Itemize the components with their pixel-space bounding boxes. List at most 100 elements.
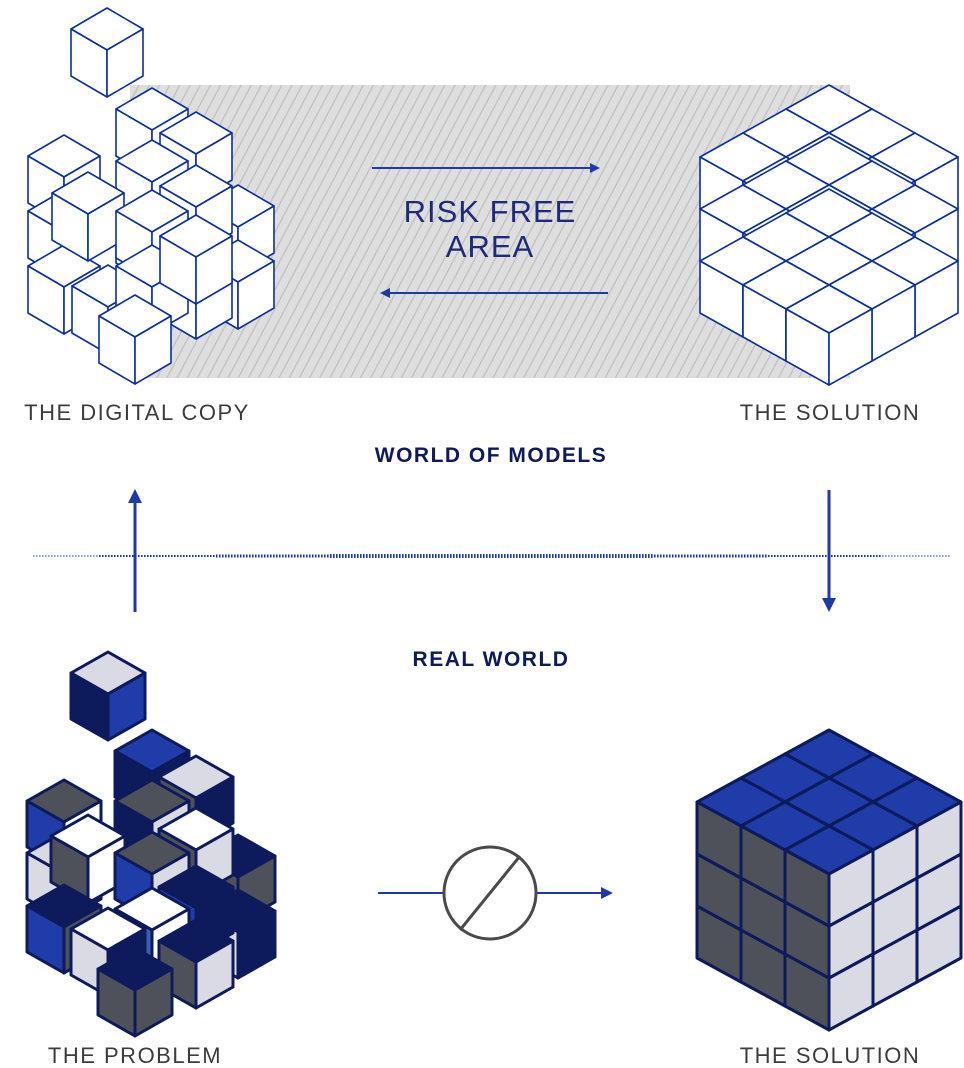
divider-dot — [72, 555, 74, 557]
divider-dot — [42, 555, 44, 557]
divider-dot — [255, 554, 257, 558]
down-arrow — [822, 490, 836, 612]
outline-cube — [98, 294, 172, 385]
divider-dot — [195, 555, 197, 557]
divider-dot — [291, 554, 293, 558]
problem-cubes — [25, 650, 277, 1038]
divider-dot — [210, 555, 212, 557]
divider-dot — [378, 554, 380, 558]
divider-dot — [936, 555, 938, 557]
divider-dot — [51, 555, 53, 557]
divider-dot — [507, 554, 509, 558]
divider-dot — [687, 554, 689, 558]
divider-dot — [744, 554, 746, 558]
divider-dot — [939, 555, 941, 557]
divider-dot — [207, 555, 209, 557]
divider-dot — [558, 554, 560, 558]
divider-dot — [90, 555, 92, 557]
divider-dot — [588, 554, 590, 558]
divider-dot — [717, 554, 719, 558]
divider-dot — [186, 555, 188, 557]
divider-dot — [126, 555, 128, 557]
divider-dot — [933, 555, 935, 557]
divider-dot — [684, 554, 686, 558]
divider-dot — [876, 555, 878, 557]
divider-dot — [282, 554, 284, 558]
divider-dot — [771, 555, 773, 557]
digital-copy-cubes — [27, 7, 275, 385]
divider-dot — [384, 554, 386, 558]
divider-dot — [783, 555, 785, 557]
divider-dot — [726, 554, 728, 558]
divider-dot — [342, 554, 344, 558]
divider-dot — [147, 555, 149, 557]
divider-dot — [810, 555, 812, 557]
divider-dot — [582, 554, 584, 558]
divider-dot — [228, 554, 230, 558]
divider-dot — [537, 554, 539, 558]
divider-dot — [873, 555, 875, 557]
divider-dot — [774, 555, 776, 557]
divider-dot — [786, 555, 788, 557]
divider-dot — [495, 554, 497, 558]
divider-dot — [84, 555, 86, 557]
divider-dot — [222, 554, 224, 558]
divider-dot — [840, 555, 842, 557]
divider-dot — [396, 554, 398, 558]
divider-dot — [648, 554, 650, 558]
divider-dot — [543, 554, 545, 558]
divider-dot — [177, 555, 179, 557]
divider-dot — [894, 555, 896, 557]
divider-dot — [615, 554, 617, 558]
divider-dot — [609, 554, 611, 558]
divider-dot — [336, 554, 338, 558]
divider-dot — [93, 555, 95, 557]
solution-model-cubes — [699, 84, 959, 386]
solid-cube — [783, 824, 875, 928]
divider-dot — [528, 554, 530, 558]
divider-dot — [678, 554, 680, 558]
divider-dot — [552, 554, 554, 558]
divider-dot — [129, 555, 131, 557]
divider-dot — [264, 554, 266, 558]
divider-dot — [279, 554, 281, 558]
divider-dot — [63, 555, 65, 557]
divider-dot — [756, 554, 758, 558]
divider-dot — [945, 555, 947, 557]
divider-dot — [96, 555, 98, 557]
divider-dot — [426, 554, 428, 558]
divider-dot — [915, 555, 917, 557]
divider-dot — [45, 555, 47, 557]
divider-dot — [513, 554, 515, 558]
risk-free-line2: AREA — [446, 229, 534, 264]
divider-dot — [303, 554, 305, 558]
divider-dot — [849, 555, 851, 557]
divider-dot — [921, 555, 923, 557]
divider-dot — [759, 554, 761, 558]
divider-dot — [879, 555, 881, 557]
divider-dot — [159, 555, 161, 557]
divider-dot — [132, 555, 134, 557]
solution-real-cubes — [695, 728, 963, 1032]
divider-dot — [117, 555, 119, 557]
divider-dot — [570, 554, 572, 558]
divider-dot — [474, 554, 476, 558]
divider-dot — [708, 554, 710, 558]
divider-dot — [435, 554, 437, 558]
divider-dot — [906, 555, 908, 557]
divider-dot — [297, 554, 299, 558]
real-world-label: REAL WORLD — [413, 648, 570, 671]
divider-dot — [822, 555, 824, 557]
divider-dot — [477, 554, 479, 558]
divider-dot — [573, 554, 575, 558]
divider-dot — [762, 554, 764, 558]
divider-dot — [606, 554, 608, 558]
divider-dot — [111, 555, 113, 557]
divider-dot — [534, 554, 536, 558]
divider-dot — [249, 554, 251, 558]
divider-dot — [300, 554, 302, 558]
up-arrow — [128, 489, 142, 612]
divider-dot — [366, 554, 368, 558]
divider-dot — [846, 555, 848, 557]
divider-dot — [189, 555, 191, 557]
